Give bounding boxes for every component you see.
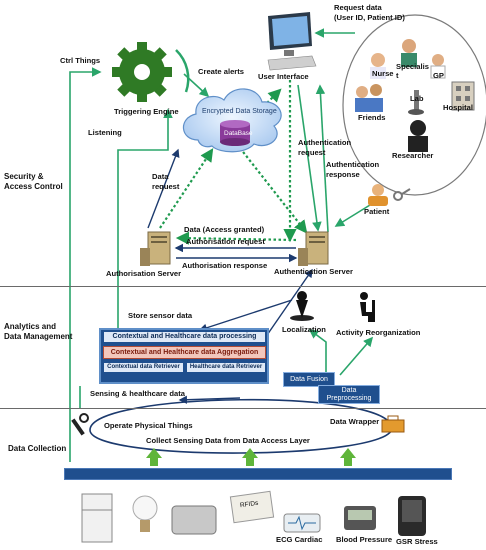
database-label: DataBase [224,130,253,137]
cloud-to-auth-dotted [239,147,308,234]
hospital-label: Hospital [443,103,473,112]
authentication-server-icon [298,231,329,266]
patient-label: Patient [364,207,390,216]
stakeholder-circle [342,14,486,196]
localization-label: Localization [282,325,326,334]
listening-label: Listening [88,128,122,137]
gear-icon [112,42,172,102]
contextual-retriever-box: Contextual data Retriever [103,362,184,373]
to-localization-arrow [308,329,327,375]
store-sensor-data-arrow [198,299,293,332]
researcher-label: Researcher [392,151,434,160]
monitor-icon [267,12,317,71]
blood-pressure-icon [344,506,376,530]
stakeholder-hospital-icon [451,81,475,111]
patient-arrow [334,204,371,227]
up-arrow-center [242,448,258,466]
authorisation-server-icon [140,231,171,266]
layer-security-label: Security & Access Control [4,172,63,191]
healthcare-retriever-box: Healthcare data Retriever [186,362,266,373]
server-to-cloud-dotted [159,148,214,229]
nurse-label: Nurse [372,69,394,78]
sensing-healthcare-label: Sensing & healthcare data [90,389,185,398]
gp-label: GP [433,71,444,80]
data-access-bar [64,468,452,480]
authorisation-response-label: Authorisation response [182,261,268,270]
gear-arc [175,49,190,93]
toolbox-icon [381,415,405,433]
activity-reorganization-label: Activity Reorganization [336,328,421,337]
to-activity-arrow [339,336,374,376]
create-alerts-label: Create alerts [198,67,245,76]
patient-icon [368,184,388,206]
authentication-server-label: Authentication Server [274,267,353,276]
divider-security-analytics [0,286,486,287]
user-interface-label: User Interface [258,72,309,81]
data-request-label: Data request [152,172,180,191]
triggering-engine-label: Triggering Engine [114,107,179,116]
contextual-processing-box: Contextual and Healthcare data processin… [103,331,266,343]
contextual-aggregation-box: Contextual and Healthcare data Aggregati… [103,346,266,359]
data-wrapper-label: Data Wrapper [330,417,380,426]
bulb-icon [132,495,158,532]
gsr-icon [398,496,426,536]
up-arrow-right [340,448,356,466]
ecg-icon [283,513,321,533]
auth-to-ui-arrow [315,84,329,233]
toaster-icon [171,505,217,535]
fridge-icon [81,493,113,543]
layer-analytics-label: Analytics and Data Management [4,322,73,341]
authorisation-server-label: Authorisation Server [106,269,182,278]
authentication-response-label: Authentication response [326,160,380,179]
data-access-granted-label: Data (Access granted) [184,225,265,234]
ui-to-auth-arrow [297,84,322,232]
friends-label: Friends [358,113,386,122]
wrench-icon [71,413,89,436]
rfid-icon [229,490,275,524]
encrypted-storage-label: Encrypted Data Storage [202,108,277,115]
key-icon [393,188,411,201]
database-icon [220,120,250,146]
processing-to-server-arrow [264,268,313,339]
stakeholder-nurse-icon [370,53,386,79]
stakeholder-friends-icon [355,84,383,112]
divider-analytics-collection [0,408,486,409]
specialist-label: Specialis t [396,62,429,81]
activity-icon [360,292,375,322]
layer-collection-label: Data Collection [8,444,67,453]
data-request-arrow [147,148,180,229]
up-arrows [146,448,356,466]
ctrl-things-label: Ctrl Things [60,56,101,65]
gsr-stress-label: GSR Stress [396,537,438,546]
data-preprocessing-box: Data Preprocessing [318,385,380,404]
authorisation-request-label: Authorisation request [186,237,265,246]
stakeholder-lab-icon [408,90,424,115]
ecg-cardiac-label: ECG Cardiac [276,535,323,544]
authentication-request-label: Authentication request [298,138,352,157]
lab-label: Lab [410,94,424,103]
stakeholder-specialist-icon [401,39,417,67]
request-data-label: Request data (User ID, Patient ID) [334,3,405,22]
operate-physical-label: Operate Physical Things [104,421,193,430]
stakeholder-researcher-icon [408,120,428,152]
sensing-ellipse-arrow [178,395,241,404]
collect-sensing-label: Collect Sensing Data from Data Access La… [146,436,310,445]
up-arrow-left [146,448,162,466]
store-sensor-data-label: Store sensor data [128,311,193,320]
stakeholder-gp-icon [430,54,446,79]
blood-pressure-label: Blood Pressure [336,535,393,544]
data-fusion-box: Data Fusion [283,372,335,387]
localization-icon [290,291,314,321]
listening-arrow [117,108,173,382]
ctrl-things-arrow [69,67,102,462]
